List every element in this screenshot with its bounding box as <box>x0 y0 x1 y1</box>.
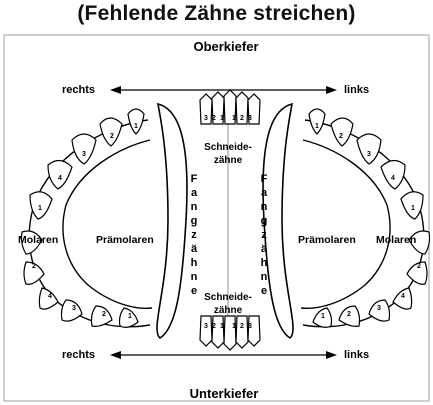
svg-text:2: 2 <box>339 133 343 140</box>
svg-text:2: 2 <box>32 263 36 270</box>
svg-text:3: 3 <box>204 323 208 330</box>
premolar-label-left-side: Prämolaren <box>298 234 356 246</box>
left-cheek-teeth <box>22 109 145 327</box>
svg-text:2: 2 <box>417 263 421 270</box>
svg-text:4: 4 <box>391 175 395 182</box>
svg-text:1: 1 <box>315 123 319 130</box>
svg-text:n: n <box>261 271 268 283</box>
svg-text:2: 2 <box>347 311 351 318</box>
upper-direction-arrow <box>110 86 337 94</box>
svg-text:e: e <box>261 285 267 297</box>
svg-text:ä: ä <box>261 243 268 255</box>
svg-text:2: 2 <box>240 323 244 330</box>
svg-text:2: 2 <box>212 323 216 330</box>
svg-text:n: n <box>191 271 198 283</box>
svg-text:z: z <box>261 229 267 241</box>
lower-jaw-title: Unterkiefer <box>190 386 259 401</box>
svg-text:3: 3 <box>367 151 371 158</box>
svg-text:1: 1 <box>232 115 236 122</box>
svg-text:2: 2 <box>102 311 106 318</box>
svg-text:g: g <box>191 215 198 227</box>
svg-text:1: 1 <box>134 123 138 130</box>
lower-incisor-label-2: zähne <box>214 305 243 316</box>
canine-label-left: F a n g z ä h n e <box>191 173 198 297</box>
svg-text:1: 1 <box>411 205 415 212</box>
svg-text:1: 1 <box>128 313 132 320</box>
svg-text:3: 3 <box>72 305 76 312</box>
molar-label-left-side: Molaren <box>376 234 416 246</box>
lower-right-cheek-numbers: 1 2 3 4 <box>48 293 132 320</box>
lower-left-cheek-numbers: 1 2 3 4 <box>321 293 405 320</box>
svg-text:2: 2 <box>212 115 216 122</box>
premolar-label-right-side: Prämolaren <box>96 234 154 246</box>
svg-text:F: F <box>191 173 198 185</box>
svg-text:4: 4 <box>48 293 52 300</box>
upper-jaw-title: Oberkiefer <box>193 39 258 54</box>
lower-direction-left: links <box>344 349 369 361</box>
lower-direction-arrow <box>110 351 337 359</box>
lower-direction-right: rechts <box>62 349 95 361</box>
lower-incisors <box>200 316 260 350</box>
svg-text:1: 1 <box>232 323 236 330</box>
svg-text:1: 1 <box>220 115 224 122</box>
right-cheek-teeth <box>309 109 430 327</box>
svg-text:z: z <box>191 229 197 241</box>
lower-incisor-label-1: Schneide- <box>204 292 252 303</box>
svg-text:h: h <box>261 257 268 269</box>
svg-text:4: 4 <box>401 293 405 300</box>
svg-text:1: 1 <box>321 313 325 320</box>
svg-text:g: g <box>261 215 268 227</box>
molar-label-right-side: Molaren <box>18 234 58 246</box>
svg-text:n: n <box>191 201 198 213</box>
upper-direction-right: rechts <box>62 84 95 96</box>
svg-text:1: 1 <box>38 205 42 212</box>
upper-incisor-label-2: zähne <box>214 155 243 166</box>
svg-text:2: 2 <box>110 133 114 140</box>
svg-text:a: a <box>191 187 198 199</box>
svg-text:e: e <box>191 285 197 297</box>
upper-direction-left: links <box>344 84 369 96</box>
svg-text:n: n <box>261 201 268 213</box>
svg-text:3: 3 <box>248 115 252 122</box>
svg-text:3: 3 <box>82 151 86 158</box>
svg-text:2: 2 <box>240 115 244 122</box>
svg-text:a: a <box>261 187 268 199</box>
svg-text:3: 3 <box>248 323 252 330</box>
svg-text:F: F <box>261 173 268 185</box>
svg-text:4: 4 <box>58 175 62 182</box>
svg-text:3: 3 <box>204 115 208 122</box>
svg-text:1: 1 <box>220 323 224 330</box>
svg-text:3: 3 <box>377 305 381 312</box>
svg-text:h: h <box>191 257 198 269</box>
upper-incisor-label-1: Schneide- <box>204 142 252 153</box>
svg-text:ä: ä <box>191 243 198 255</box>
